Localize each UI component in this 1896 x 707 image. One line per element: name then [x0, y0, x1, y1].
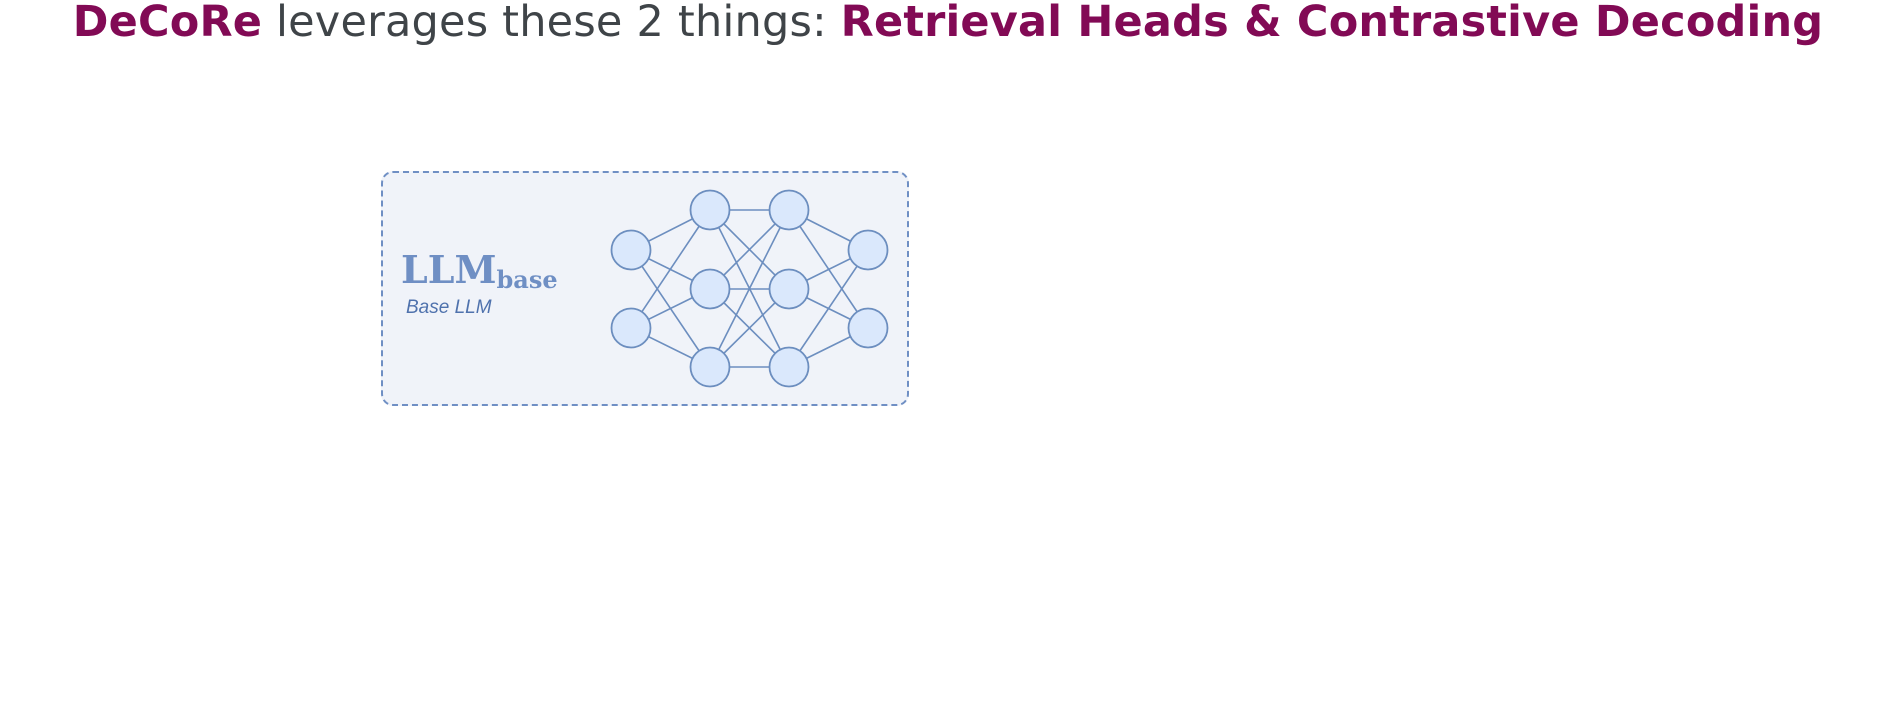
- network-edge: [709, 209, 790, 368]
- slide-title: DeCoRe leverages these 2 things: Retriev…: [0, 0, 1896, 44]
- network-node: [847, 229, 889, 271]
- network-node: [768, 189, 810, 231]
- title-decore: DeCoRe: [72, 0, 263, 47]
- llm-base-label: LLMbase: [401, 250, 558, 300]
- network-node: [768, 268, 810, 310]
- network-edges: [630, 209, 869, 368]
- network-node: [610, 307, 652, 349]
- network-edge: [788, 249, 869, 368]
- title-highlight: Retrieval Heads & Contrastive Decoding: [840, 0, 1824, 47]
- llm-label-subscript: base: [496, 265, 558, 294]
- network-node: [847, 307, 889, 349]
- title-middle: leverages these 2 things:: [262, 0, 841, 47]
- base-llm-caption: Base LLM: [406, 297, 492, 318]
- network-nodes: [610, 189, 889, 388]
- network-node: [689, 189, 731, 231]
- network-node: [689, 268, 731, 310]
- network-node: [610, 229, 652, 271]
- network-node: [768, 346, 810, 388]
- network-edge: [630, 209, 711, 329]
- base-llm-box: [381, 171, 909, 406]
- llm-label-main: LLM: [401, 247, 497, 292]
- network-node: [689, 346, 731, 388]
